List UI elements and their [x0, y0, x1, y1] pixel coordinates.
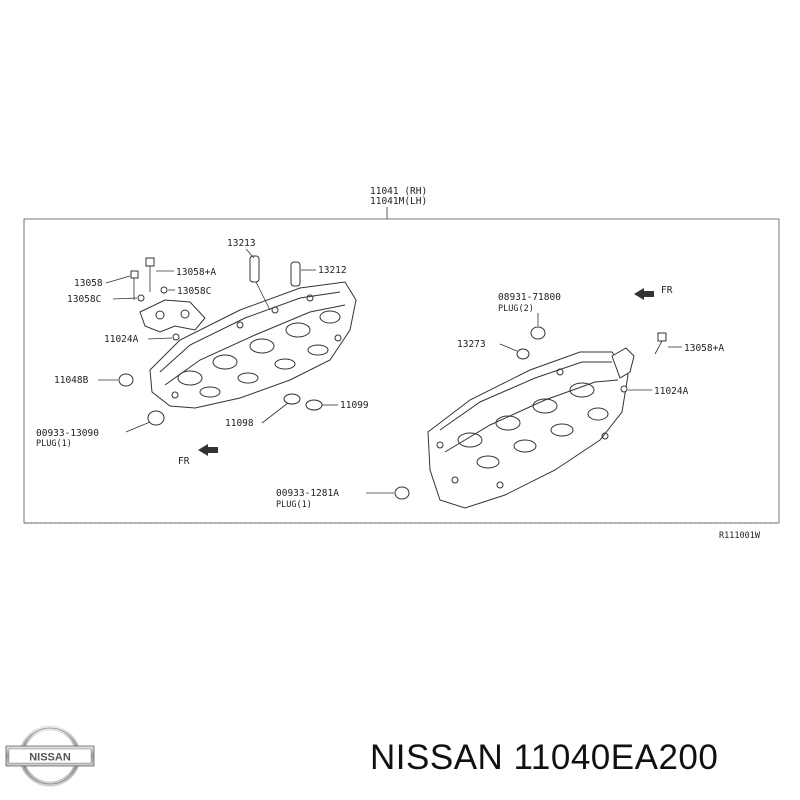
dowel-11024A-left	[172, 333, 180, 341]
tube-13212	[290, 261, 301, 287]
label-11099: 11099	[340, 400, 369, 411]
label-13213: 13213	[227, 238, 256, 249]
label-13273: 13273	[457, 339, 486, 350]
label-00933-1281A: 00933-1281A	[276, 488, 339, 499]
label-13058A-right: 13058+A	[684, 343, 724, 354]
fr-arrow-icon	[198, 444, 218, 456]
plug-00933-13090	[147, 410, 165, 426]
seal-11098	[283, 393, 301, 405]
washer-13273	[516, 348, 530, 360]
label-11098: 11098	[225, 418, 254, 429]
washer-13058C-right	[160, 286, 168, 294]
part-number-title: NISSAN 11040EA200	[370, 738, 719, 777]
plug-00933-1281A	[394, 486, 410, 500]
label-13058C-right: 13058C	[177, 286, 211, 297]
bolt-13058A-right	[657, 332, 667, 342]
tube-13213	[249, 255, 260, 283]
bolt-13058A-left	[145, 257, 155, 267]
washer-13058C-left	[137, 294, 145, 302]
logo-text: NISSAN	[29, 752, 71, 764]
bracket-right	[611, 347, 635, 379]
diagram-frame	[23, 218, 780, 524]
dowel-11024A-right	[620, 385, 628, 393]
bracket-left	[139, 299, 206, 333]
label-11048B: 11048B	[54, 375, 89, 386]
seal-11099	[305, 399, 323, 411]
label-fr-right: FR	[661, 285, 673, 296]
label-08931: 08931-71800	[498, 292, 561, 303]
label-13212: 13212	[318, 265, 347, 276]
plug-11048B	[118, 373, 134, 387]
label-11024A-left: 11024A	[104, 334, 139, 345]
label-13058A-left: 13058+A	[176, 267, 216, 278]
label-plug1-right: PLUG(1)	[276, 500, 312, 510]
label-plug1-left: PLUG(1)	[36, 439, 72, 449]
label-main-lh: 11041M(LH)	[370, 196, 427, 207]
label-00933-13090: 00933-13090	[36, 428, 99, 439]
ref-code: R111001W	[719, 531, 761, 541]
label-13058: 13058	[74, 278, 103, 289]
bolt-13058	[130, 270, 139, 279]
label-plug2: PLUG(2)	[498, 304, 534, 314]
cylinder-head-left	[149, 281, 357, 409]
cylinder-head-right	[427, 351, 629, 509]
label-13058C-left: 13058C	[67, 294, 101, 305]
label-main-rh: 11041 (RH)	[370, 186, 427, 197]
label-fr-left: FR	[178, 456, 190, 467]
nissan-logo-icon: NISSAN	[5, 725, 95, 787]
label-11024A-right: 11024A	[654, 386, 689, 397]
plug-08931-71800	[530, 326, 546, 340]
fr-arrow-icon-right	[634, 288, 654, 300]
